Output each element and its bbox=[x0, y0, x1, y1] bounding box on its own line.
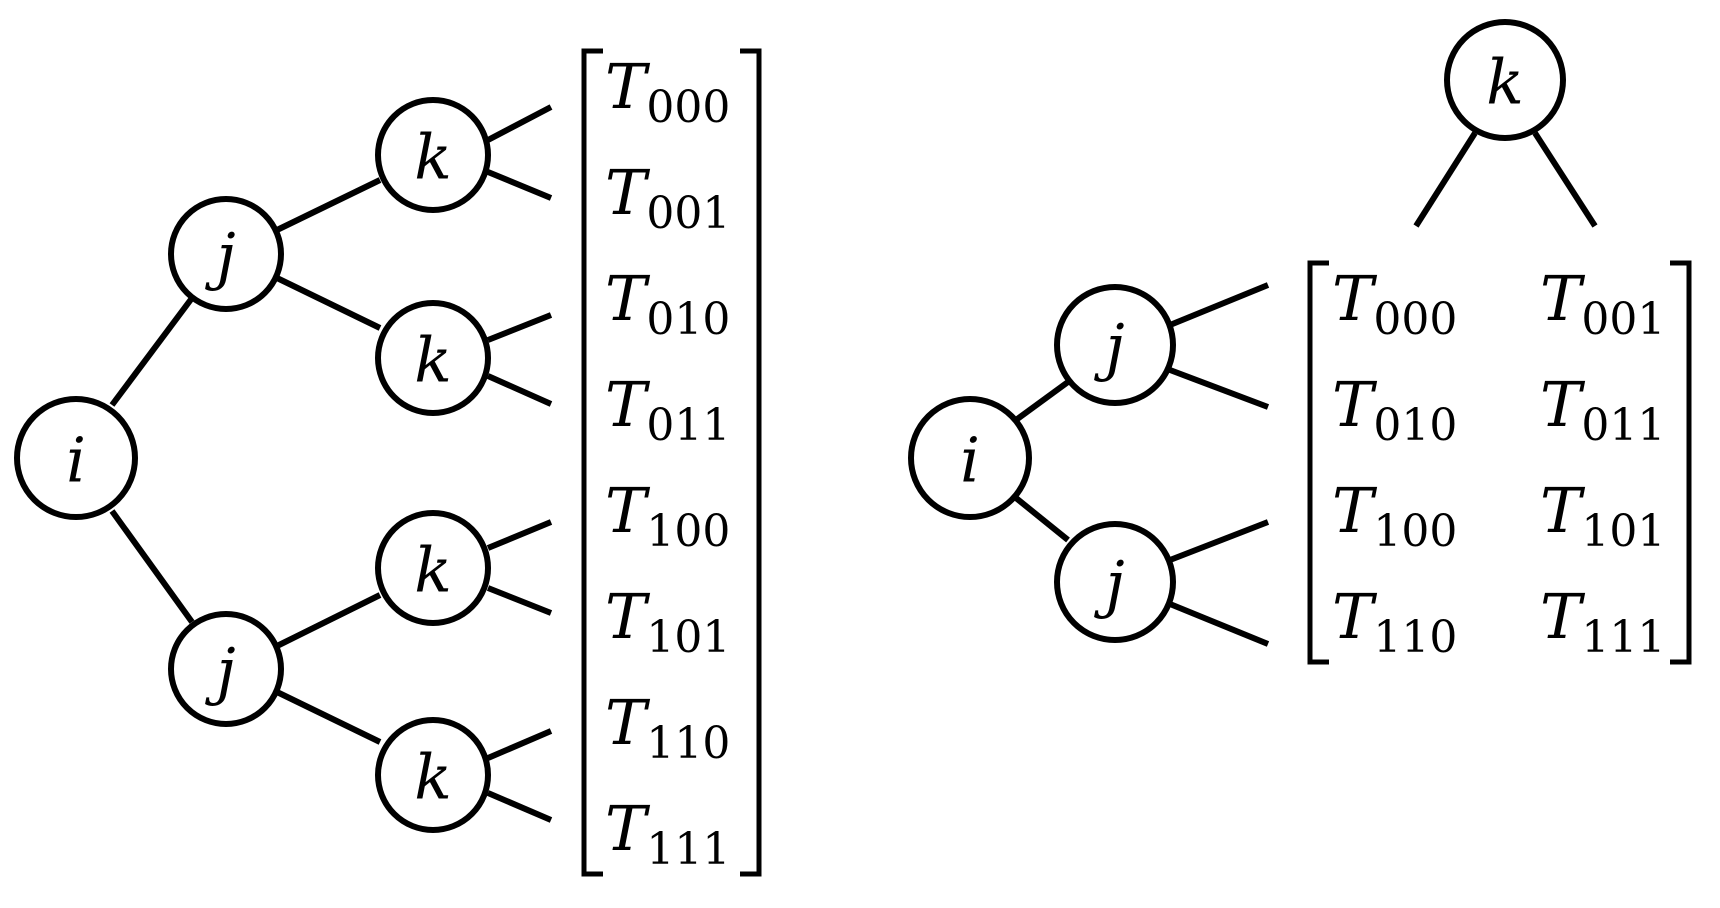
node-k-3: k bbox=[375, 510, 491, 626]
leaf-edge-101 bbox=[486, 585, 553, 616]
node-rj-bottom: j bbox=[1054, 521, 1176, 643]
node-k-2: k bbox=[375, 300, 491, 416]
edge-i-j-bottom bbox=[109, 509, 195, 624]
node-j-bottom: j bbox=[168, 611, 284, 727]
edge-j-k-2 bbox=[275, 275, 382, 331]
vector-entry: T000 bbox=[605, 50, 730, 133]
leaf-edge-001 bbox=[486, 169, 553, 201]
leaf-edge-rj2-b bbox=[1168, 601, 1270, 647]
matrix-entry: T101 bbox=[1540, 474, 1665, 557]
node-k-1: k bbox=[375, 97, 491, 213]
matrix-entry: T010 bbox=[1332, 368, 1457, 451]
vector-right-bracket bbox=[740, 48, 762, 877]
edge-j-k-3 bbox=[275, 592, 382, 649]
node-k-4: k bbox=[375, 717, 491, 833]
node-j-top: j bbox=[168, 196, 284, 312]
leaf-edge-000 bbox=[486, 104, 553, 143]
vector-entry: T001 bbox=[605, 156, 730, 239]
vector-left-bracket bbox=[581, 48, 603, 877]
vector-entry: T111 bbox=[605, 792, 730, 875]
matrix-entry: T110 bbox=[1332, 580, 1457, 663]
vector-entry: T101 bbox=[605, 580, 730, 663]
node-label: k bbox=[414, 534, 452, 607]
node-label: i bbox=[66, 424, 86, 497]
matrix-entry: T000 bbox=[1332, 262, 1457, 345]
node-label: i bbox=[960, 424, 980, 497]
leaf-edge-100 bbox=[486, 519, 553, 551]
node-label: k bbox=[414, 741, 452, 814]
edge-k-right bbox=[1532, 131, 1598, 228]
left-tree: i j j k k k k T000 bbox=[14, 48, 762, 877]
leaf-edge-110 bbox=[486, 728, 553, 761]
vector-entry: T100 bbox=[605, 474, 730, 557]
node-label: k bbox=[414, 121, 452, 194]
leaf-edge-rj1-a bbox=[1168, 282, 1270, 328]
edge-k-left bbox=[1413, 131, 1478, 228]
edge-ri-j-bottom bbox=[1014, 495, 1070, 543]
vector-entries: T000 T001 T010 T011 T100 T101 T110 T111 bbox=[605, 50, 730, 875]
vector-entry: T010 bbox=[605, 262, 730, 345]
right-tree: k i j j T000 bbox=[908, 19, 1692, 665]
leaf-edge-rj1-b bbox=[1168, 367, 1270, 410]
node-ri: i bbox=[908, 396, 1032, 520]
node-label: k bbox=[414, 324, 452, 397]
matrix-right-bracket bbox=[1670, 260, 1692, 665]
edge-j-k-4 bbox=[275, 689, 382, 745]
vector-entry: T110 bbox=[605, 686, 730, 769]
edge-ri-j-top bbox=[1014, 379, 1070, 423]
edge-j-k-1 bbox=[275, 177, 382, 233]
matrix-entry: T011 bbox=[1540, 368, 1665, 451]
matrix-entry: T001 bbox=[1540, 262, 1665, 345]
matrix-entry: T111 bbox=[1540, 580, 1665, 663]
matrix-entries: T000 T001 T010 T011 T100 T101 T110 bbox=[1332, 262, 1665, 663]
node-i: i bbox=[14, 396, 138, 520]
leaf-edge-011 bbox=[486, 373, 553, 407]
matrix-left-bracket bbox=[1307, 260, 1329, 665]
vector-entry: T011 bbox=[605, 368, 730, 451]
matrix-entry: T100 bbox=[1332, 474, 1457, 557]
node-k-top: k bbox=[1444, 19, 1566, 141]
node-rj-top: j bbox=[1054, 284, 1176, 406]
edge-i-j-top bbox=[109, 296, 195, 407]
leaf-edge-111 bbox=[486, 790, 553, 823]
node-label: k bbox=[1486, 46, 1524, 119]
leaf-edge-rj2-a bbox=[1168, 519, 1270, 563]
leaf-edge-010 bbox=[486, 312, 553, 343]
